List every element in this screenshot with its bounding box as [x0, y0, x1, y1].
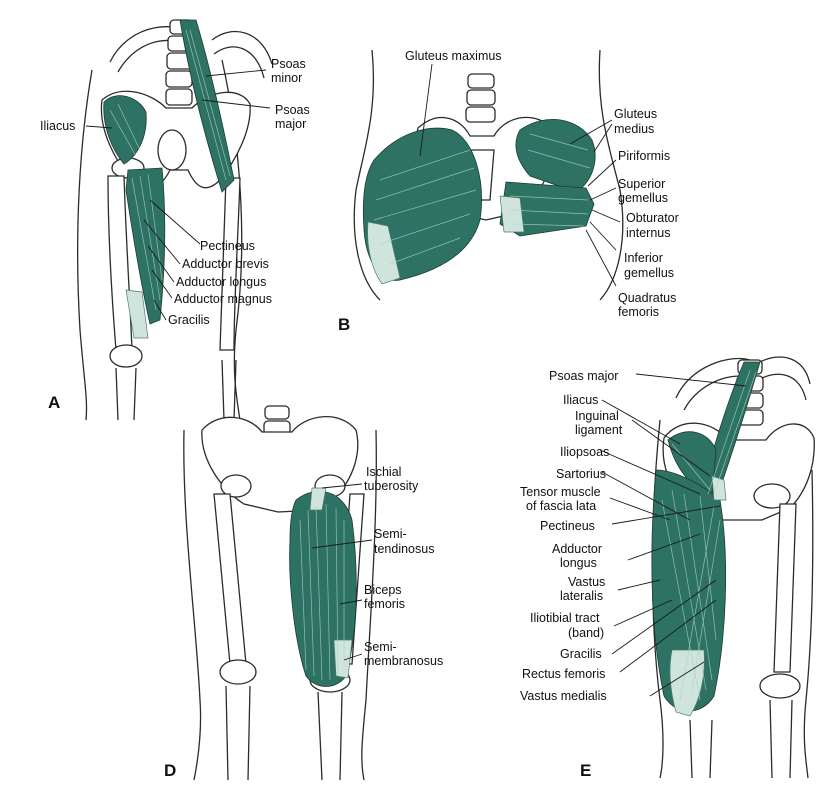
label-d-semitendinosus-2: tendinosus — [374, 542, 434, 556]
label-d-semimembranosus-1: Semi- — [364, 640, 397, 654]
label-e-adductor-longus-2: longus — [560, 556, 597, 570]
panel-d-letter: D — [164, 761, 176, 780]
label-d-biceps-femoris-2: femoris — [364, 597, 405, 611]
label-a-iliacus: Iliacus — [40, 119, 75, 133]
label-e-iliotibial-2: (band) — [568, 626, 604, 640]
label-e-sartorius: Sartorius — [556, 467, 606, 481]
panel-a-knee — [110, 345, 142, 367]
label-d-ischial-tuberosity-1: Ischial — [366, 465, 401, 479]
label-d-semitendinosus-1: Semi- — [374, 527, 407, 541]
label-b-quadratus-femoris-2: femoris — [618, 305, 659, 319]
panel-e-letter: E — [580, 761, 591, 780]
label-a-adductor-brevis: Adductor brevis — [182, 257, 269, 271]
label-d-semimembranosus-2: membranosus — [364, 654, 443, 668]
label-e-pectineus: Pectineus — [540, 519, 595, 533]
label-b-obturator-internus-2: internus — [626, 226, 670, 240]
label-a-psoas-minor-2: minor — [271, 71, 302, 85]
panel-d: Ischial tuberosity Semi- tendinosus Bice… — [164, 406, 443, 780]
panel-e-knee-right — [760, 674, 800, 698]
label-e-inguinal-ligament-1: Inguinal — [575, 409, 619, 423]
panel-a-shins — [116, 360, 236, 420]
label-d-ischial-tuberosity-2: tuberosity — [364, 479, 419, 493]
label-b-superior-gemellus-1: Superior — [618, 177, 665, 191]
label-e-iliacus: Iliacus — [563, 393, 598, 407]
label-e-tensor-2: of fascia lata — [526, 499, 596, 513]
panel-a: Psoas minor Psoas major Iliacus Pectineu… — [40, 20, 310, 420]
label-b-piriformis: Piriformis — [618, 149, 670, 163]
label-a-adductor-magnus: Adductor magnus — [174, 292, 272, 306]
label-a-psoas-major-2: major — [275, 117, 306, 131]
label-d-biceps-femoris-1: Biceps — [364, 583, 402, 597]
label-b-gluteus-medius-1: Gluteus — [614, 107, 657, 121]
label-a-gracilis: Gracilis — [168, 313, 210, 327]
panel-e: Psoas major Iliacus Inguinal ligament Il… — [520, 357, 814, 780]
panel-e-femur-right — [774, 504, 796, 672]
label-a-psoas-minor-1: Psoas — [271, 57, 306, 71]
panel-b: Gluteus maximus Gluteus medius Piriformi… — [338, 49, 679, 334]
label-b-quadratus-femoris-1: Quadratus — [618, 291, 676, 305]
panel-b-spine — [466, 74, 495, 122]
label-e-rectus-femoris: Rectus femoris — [522, 667, 605, 681]
label-b-superior-gemellus-2: gemellus — [618, 191, 668, 205]
label-e-psoas-major: Psoas major — [549, 369, 618, 383]
panel-d-femur-left — [214, 494, 246, 664]
label-e-adductor-longus-1: Adductor — [552, 542, 602, 556]
label-a-psoas-major-1: Psoas — [275, 103, 310, 117]
panel-d-knee-left — [220, 660, 256, 684]
label-a-pectineus: Pectineus — [200, 239, 255, 253]
label-e-iliopsoas: Iliopsoas — [560, 445, 609, 459]
label-b-gluteus-maximus: Gluteus maximus — [405, 49, 502, 63]
label-b-gluteus-medius-2: medius — [614, 122, 654, 136]
label-e-vastus-lateralis-1: Vastus — [568, 575, 605, 589]
label-b-inferior-gemellus-1: Inferior — [624, 251, 663, 265]
label-a-adductor-longus: Adductor longus — [176, 275, 266, 289]
panel-d-semimembranosus-tendon — [334, 640, 352, 678]
label-e-gracilis: Gracilis — [560, 647, 602, 661]
panel-a-letter: A — [48, 393, 60, 412]
label-b-obturator-internus-1: Obturator — [626, 211, 679, 225]
panel-b-rotator-tendon — [500, 196, 524, 232]
panel-b-letter: B — [338, 315, 350, 334]
panel-d-spine — [264, 406, 290, 435]
label-e-vastus-medialis: Vastus medialis — [520, 689, 607, 703]
label-e-iliotibial-1: Iliotibial tract — [530, 611, 600, 625]
label-e-inguinal-ligament-2: ligament — [575, 423, 623, 437]
panel-a-sacrum — [158, 130, 186, 170]
label-e-tensor-1: Tensor muscle — [520, 485, 601, 499]
label-e-vastus-lateralis-2: lateralis — [560, 589, 603, 603]
label-b-inferior-gemellus-2: gemellus — [624, 266, 674, 280]
